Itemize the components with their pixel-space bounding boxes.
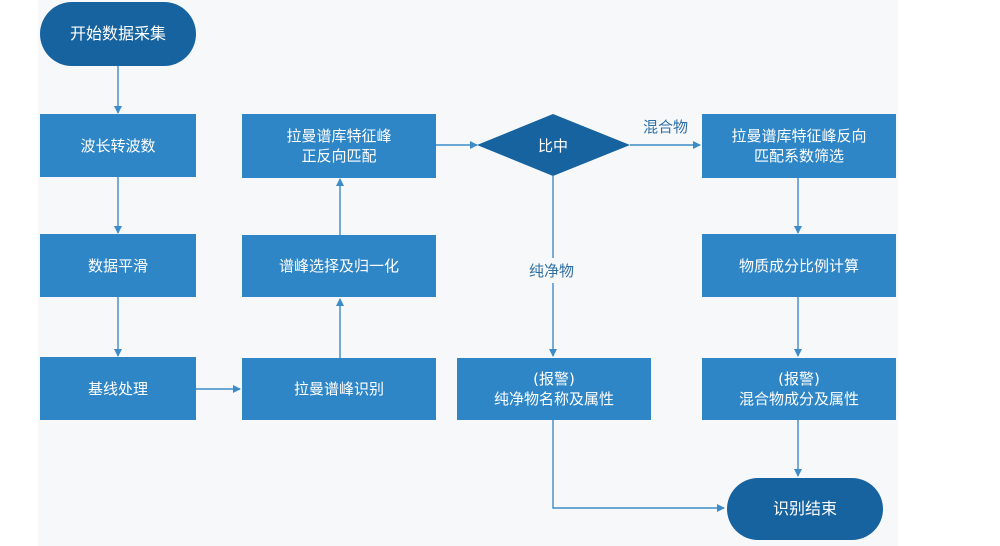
decision-label: 比中: [537, 136, 568, 155]
mixture-branch-label: 混合物: [643, 118, 689, 136]
mixture-alarm-box: (报警) 混合物成分及属性: [702, 358, 896, 420]
start-terminal: 开始数据采集: [40, 2, 196, 66]
wavelength-to-wavenumber-box: 波长转波数: [40, 114, 196, 177]
pure-substance-alarm-box: (报警) 纯净物名称及属性: [457, 358, 651, 420]
component-ratio-box: 物质成分比例计算: [702, 234, 896, 297]
pure-branch-label: 纯净物: [529, 258, 575, 283]
raman-peak-identification-box: 拉曼谱峰识别: [242, 358, 436, 420]
reverse-match-filter-box: 拉曼谱库特征峰反向 匹配系数筛选: [702, 114, 896, 178]
library-peak-matching-box: 拉曼谱库特征峰 正反向匹配: [242, 114, 436, 178]
arrow-pure-result-to-end: [552, 420, 725, 512]
decision-diamond: [477, 114, 630, 176]
data-smoothing-box: 数据平滑: [40, 234, 196, 297]
baseline-processing-box: 基线处理: [40, 357, 196, 420]
peak-selection-normalization-box: 谱峰选择及归一化: [242, 235, 436, 297]
end-terminal: 识别结束: [727, 478, 883, 540]
